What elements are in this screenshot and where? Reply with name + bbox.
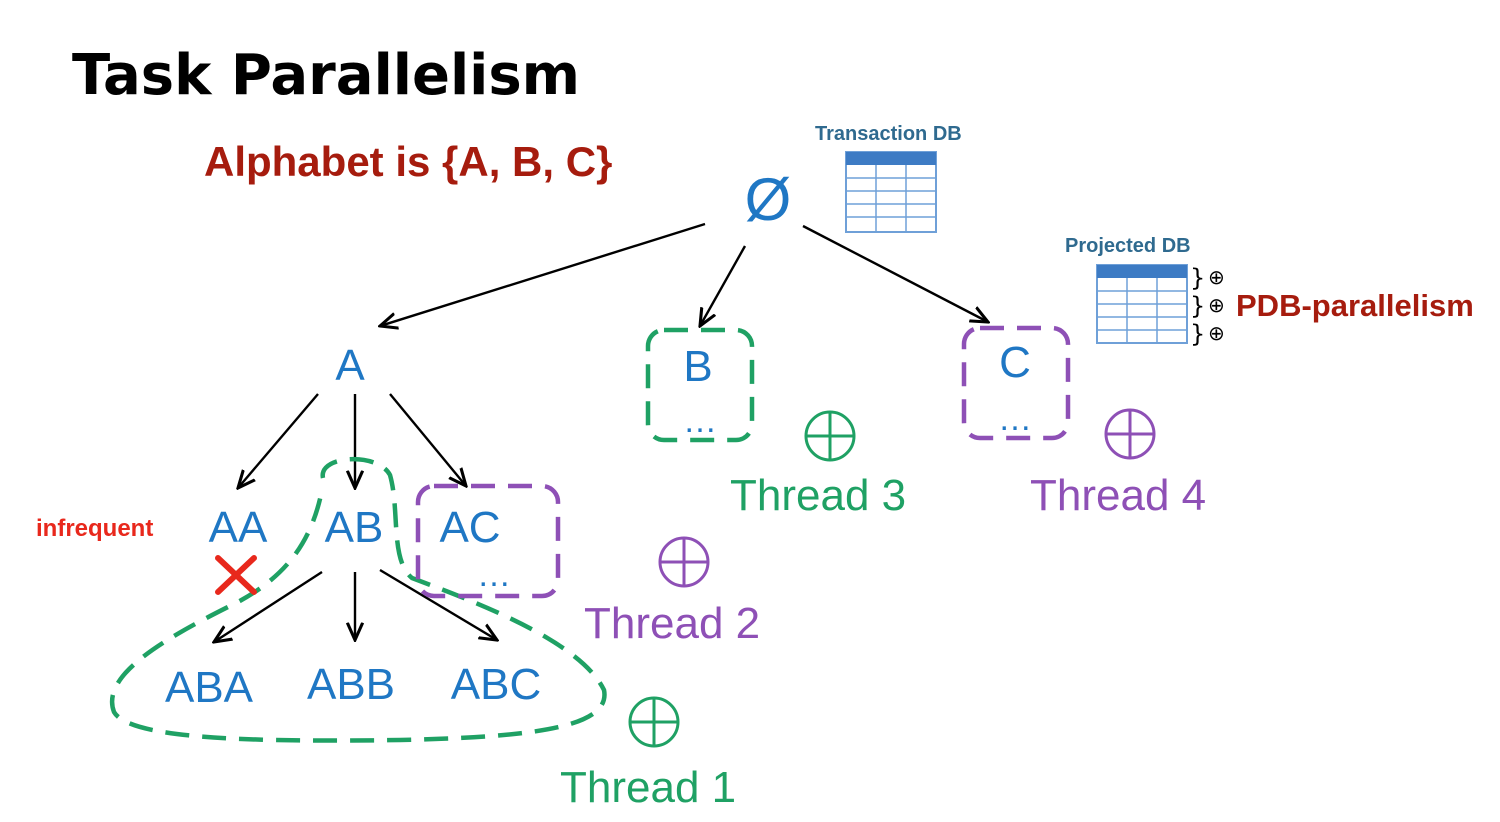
infrequent-label: infrequent bbox=[36, 515, 153, 542]
thread3-dashed-box bbox=[645, 327, 755, 443]
thread3-label: Thread 3 bbox=[730, 471, 906, 520]
projected-db-label: Projected DB bbox=[1065, 235, 1191, 257]
tree-edges bbox=[214, 222, 988, 642]
node-ac: AC bbox=[439, 503, 500, 552]
oplus-icon-thread1 bbox=[628, 696, 680, 748]
pdb-parallelism-label: PDB-parallelism bbox=[1236, 288, 1474, 323]
thread1-dashed-region bbox=[109, 456, 607, 743]
oplus-icon-thread3 bbox=[804, 410, 856, 462]
partition-markers: } } } ⊕ ⊕ ⊕ bbox=[1190, 264, 1225, 348]
thread-groups bbox=[109, 325, 1071, 743]
thread2-dashed-box bbox=[415, 483, 561, 599]
node-aa: AA bbox=[209, 503, 268, 552]
thread-labels: Thread 1 Thread 2 Thread 3 Thread 4 bbox=[560, 471, 1206, 812]
edge-root-a bbox=[380, 222, 706, 326]
node-abc: ABC bbox=[451, 660, 541, 709]
oplus-icon-thread4 bbox=[1104, 408, 1156, 460]
oplus-icon: ⊕ bbox=[1208, 265, 1225, 289]
thread-markers bbox=[628, 408, 1156, 748]
node-b: B bbox=[683, 342, 712, 391]
alphabet-subtitle: Alphabet is {A, B, C} bbox=[204, 138, 612, 185]
transaction-db-label: Transaction DB bbox=[815, 123, 962, 145]
thread2-label: Thread 2 bbox=[584, 599, 760, 648]
thread4-dashed-box bbox=[961, 325, 1071, 441]
transaction-db-table-icon bbox=[845, 151, 937, 233]
prune-cross-icon bbox=[215, 555, 257, 595]
node-abb: ABB bbox=[307, 660, 395, 709]
edge-ab-abc bbox=[379, 568, 497, 640]
oplus-icon: ⊕ bbox=[1208, 293, 1225, 317]
root-node: Ø bbox=[745, 166, 792, 233]
node-c: C bbox=[999, 338, 1031, 387]
tree-nodes: Ø A B C AA AB AC ABA ABB ABC … … … bbox=[165, 166, 1032, 712]
oplus-icon: ⊕ bbox=[1208, 321, 1225, 345]
edge-root-b bbox=[700, 245, 747, 326]
brace-icon: } bbox=[1190, 264, 1205, 292]
ellipsis-c: … bbox=[998, 400, 1032, 438]
brace-icon: } bbox=[1190, 320, 1205, 348]
brace-icon: } bbox=[1190, 292, 1205, 320]
ellipsis-b: … bbox=[683, 402, 717, 440]
thread4-label: Thread 4 bbox=[1030, 471, 1206, 520]
ellipsis-ac: … bbox=[477, 556, 511, 594]
projected-db-table-icon bbox=[1096, 264, 1188, 344]
projected-db: Projected DB } } } ⊕ ⊕ ⊕ PDB-parallelism bbox=[1065, 235, 1474, 348]
edge-root-c bbox=[802, 224, 988, 322]
edge-ab-aba bbox=[214, 570, 323, 642]
page-title: Task Parallelism bbox=[72, 43, 580, 108]
node-ab: AB bbox=[325, 503, 384, 552]
thread1-label: Thread 1 bbox=[560, 763, 736, 812]
node-aba: ABA bbox=[165, 663, 254, 712]
edge-a-ac bbox=[389, 393, 466, 486]
edge-a-aa bbox=[238, 393, 319, 488]
oplus-icon-thread2 bbox=[658, 536, 710, 588]
node-a: A bbox=[335, 341, 365, 390]
transaction-db: Transaction DB bbox=[815, 123, 962, 233]
